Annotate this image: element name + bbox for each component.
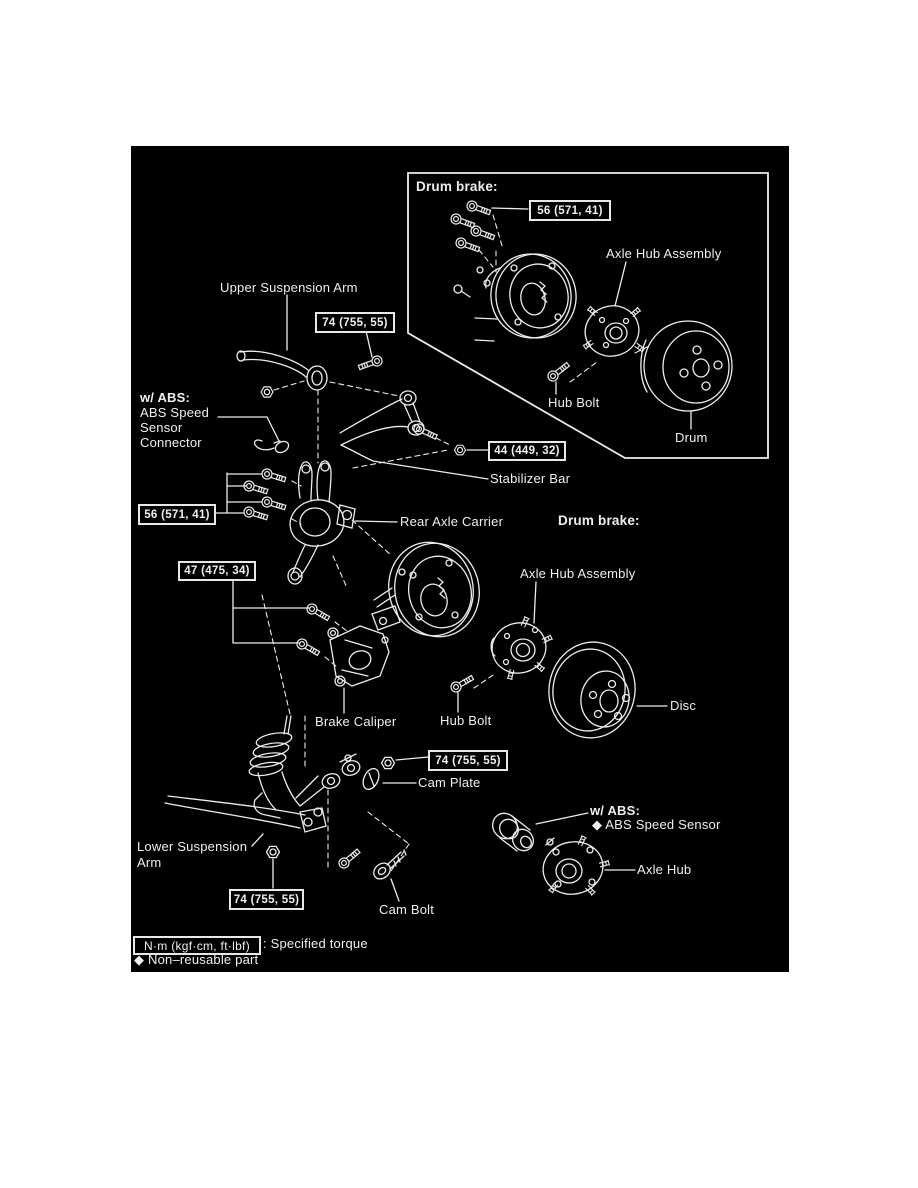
stabilizer-bar-drawing [339, 390, 489, 480]
torque-box-carrier-bolts: 56 (571, 41) [138, 504, 216, 525]
backing-plate-top-drawing [453, 253, 577, 342]
label-drum-brake-mid: Drum brake: [558, 513, 640, 528]
label-axle-hub-assembly-top: Axle Hub Assembly [606, 246, 722, 261]
backing-plate-mid-drawing [371, 541, 480, 638]
cam-parts-drawing [327, 756, 429, 902]
label-abs-connector-line2: ABS Speed [140, 405, 210, 420]
label-lower-suspension-arm-line2: Arm [137, 855, 162, 870]
label-abs-connector-line4: Connector [140, 435, 202, 450]
label-abs-sensor-title: w/ ABS: [590, 803, 641, 818]
label-drum: Drum [675, 430, 708, 445]
legend-nonreusable-note: ◆ Non–reusable part [134, 952, 259, 967]
strut-drawing [248, 715, 361, 819]
label-disc: Disc [670, 698, 697, 713]
label-abs-sensor-note: ◆ ABS Speed Sensor [592, 817, 721, 832]
torque-box-lower-arm-nut: 74 (755, 55) [229, 889, 304, 910]
abs-connector-drawing [217, 416, 290, 454]
label-lower-suspension-arm-line1: Lower Suspension [137, 839, 248, 854]
label-cam-plate: Cam Plate [418, 775, 481, 790]
upper-suspension-arm-drawing [236, 294, 400, 464]
abs-speed-sensor-drawing [492, 812, 589, 852]
label-stabilizer-bar: Stabilizer Bar [490, 471, 571, 486]
brake-caliper-drawing [327, 625, 390, 714]
label-cam-bolt: Cam Bolt [379, 902, 435, 917]
lower-suspension-arm-drawing [164, 795, 327, 889]
legend-torque-unit-box: N·m (kgf·cm, ft·lbf) [133, 936, 261, 955]
rear-axle-carrier-drawing [261, 460, 398, 771]
label-axle-hub: Axle Hub [637, 862, 692, 877]
torque-box-stabilizer: 44 (449, 32) [488, 441, 566, 461]
label-hub-bolt-mid: Hub Bolt [440, 713, 492, 728]
drum-drawing [640, 320, 733, 430]
torque-box-backing-plate-top: 56 (571, 41) [529, 200, 611, 221]
backing-plate-bolts-top [448, 198, 529, 273]
torque-box-cam-nut: 74 (755, 55) [428, 750, 508, 771]
disc-drawing [548, 641, 668, 739]
panel-title-drum-brake-top: Drum brake: [416, 179, 498, 194]
label-rear-axle-carrier: Rear Axle Carrier [400, 514, 504, 529]
drum-brake-panel-border [407, 172, 769, 459]
label-abs-connector-line3: Sensor [140, 420, 183, 435]
carrier-bolts-drawing [212, 467, 302, 525]
torque-box-upper-arm: 74 (755, 55) [315, 312, 395, 333]
label-axle-hub-assembly-mid: Axle Hub Assembly [520, 566, 636, 581]
caliper-bolts-drawing [232, 577, 348, 668]
axle-hub-assembly-mid-drawing [490, 581, 553, 680]
hub-bolt-top-drawing [545, 344, 652, 395]
legend-torque-meaning: : Specified torque [263, 936, 368, 951]
axle-hub-drawing [542, 835, 636, 896]
label-abs-connector-title: w/ ABS: [140, 390, 191, 405]
label-hub-bolt-top: Hub Bolt [548, 395, 600, 410]
label-upper-suspension-arm: Upper Suspension Arm [220, 280, 358, 295]
torque-box-caliper-bolts: 47 (475, 34) [178, 561, 256, 581]
hub-bolt-mid-drawing [448, 672, 497, 713]
axle-hub-assembly-top-drawing [582, 261, 646, 357]
diagram-canvas [131, 146, 789, 972]
label-brake-caliper: Brake Caliper [315, 714, 397, 729]
